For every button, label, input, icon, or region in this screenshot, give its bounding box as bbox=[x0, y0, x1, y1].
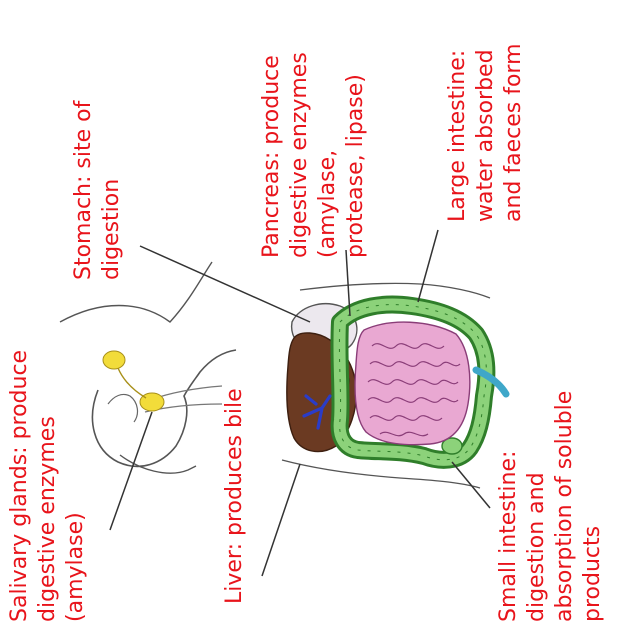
label-large-intestine: Large intestine: water absorbed and faec… bbox=[444, 43, 528, 222]
label-salivary-line-3: (amylase) bbox=[62, 350, 90, 622]
label-pancreas-line-3: (amylase, bbox=[314, 52, 342, 258]
label-salivary-glands: Salivary glands: produce digestive enzym… bbox=[6, 350, 90, 622]
label-large-intestine-line-1: Large intestine: bbox=[444, 43, 472, 222]
label-small-intestine-line-2: digestion and bbox=[523, 391, 551, 622]
leader-line-salivary bbox=[110, 412, 152, 530]
label-salivary-line-2: digestive enzymes bbox=[34, 350, 62, 622]
label-large-intestine-line-3: and faeces form bbox=[500, 43, 528, 222]
label-liver: Liver: produces bile bbox=[221, 388, 249, 604]
salivary-duct bbox=[118, 368, 146, 398]
leader-line-large-intestine bbox=[418, 230, 438, 302]
label-pancreas: Pancreas: produce digestive enzymes (amy… bbox=[258, 52, 370, 258]
label-small-intestine-line-3: absorption of soluble bbox=[551, 391, 579, 622]
label-stomach-line-2: digestion bbox=[98, 101, 126, 280]
label-small-intestine-line-4: products bbox=[579, 391, 607, 622]
label-stomach-line-1: Stomach: site of bbox=[70, 101, 98, 280]
label-stomach: Stomach: site of digestion bbox=[70, 101, 126, 280]
label-pancreas-line-1: Pancreas: produce bbox=[258, 52, 286, 258]
mouth-outline bbox=[108, 394, 137, 422]
label-small-intestine: Small intestine: digestion and absorptio… bbox=[495, 391, 607, 622]
salivary-gland-upper bbox=[103, 351, 125, 369]
label-small-intestine-line-1: Small intestine: bbox=[495, 391, 523, 622]
label-salivary-line-1: Salivary glands: produce bbox=[6, 350, 34, 622]
label-pancreas-line-2: digestive enzymes bbox=[286, 52, 314, 258]
label-liver-line-1: Liver: produces bile bbox=[221, 388, 249, 604]
leader-line-small-intestine bbox=[452, 462, 490, 508]
leader-line-liver bbox=[262, 464, 300, 576]
label-large-intestine-line-2: water absorbed bbox=[472, 43, 500, 222]
label-pancreas-line-4: protease, lipase) bbox=[342, 52, 370, 258]
